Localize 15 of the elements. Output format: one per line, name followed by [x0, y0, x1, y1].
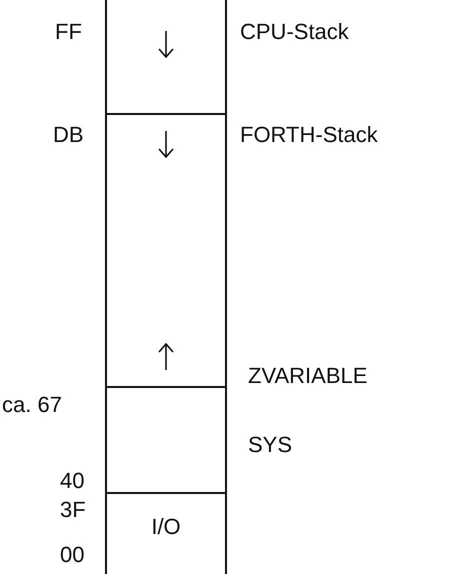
region-name: CPU-Stack — [240, 20, 349, 44]
region-name: FORTH-Stack — [240, 123, 378, 147]
memory-region — [105, 386, 227, 494]
address-label: 00 — [60, 543, 84, 567]
memory-region — [105, 0, 227, 115]
region-name: SYS — [248, 433, 292, 457]
address-label: 3F — [60, 498, 86, 522]
memory-region — [105, 492, 227, 574]
address-label: DB — [53, 123, 84, 147]
address-label: 40 — [60, 469, 84, 493]
region-label: I/O — [150, 514, 182, 540]
address-label: FF — [55, 20, 82, 44]
address-label: ca. 67 — [2, 393, 62, 417]
memory-region — [105, 113, 227, 388]
region-name: ZVARIABLE — [248, 364, 368, 388]
